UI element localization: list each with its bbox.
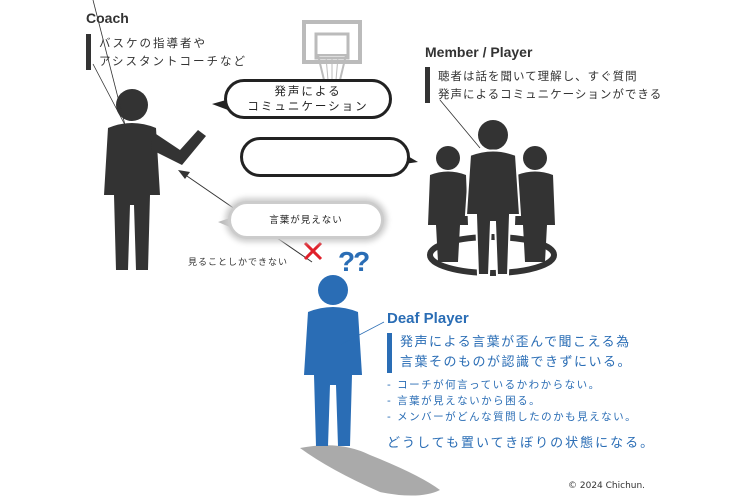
member-description: 聴者は話を聞いて理解し、すぐ質問 発声によるコミュニケーションができる [425,67,662,103]
question-marks-icon: ?? [338,246,370,277]
coach-figure [104,89,206,270]
copyright: © 2024 Chichun. [568,481,646,491]
speech-bubble-empty [240,137,410,177]
deaf-bullets: - コーチが何言っているかわからない。 - 言葉が見えないから困る。 - メンバ… [387,377,637,425]
deaf-title: Deaf Player [387,310,469,327]
coach-title: Coach [86,10,129,26]
member-group-figure [427,120,557,276]
coach-description: バスケの指導者や アシスタントコーチなど [86,34,247,70]
speech-bubble-voice: 発声による コミュニケーション [224,79,392,119]
deaf-description: 発声による言葉が歪んで聞こえる為 言葉そのものが認識できずにいる。 [387,333,632,373]
bullet-item: - 言葉が見えないから困る。 [387,395,542,407]
basketball-hoop-icon [302,20,362,81]
arrow-label: 見ることしかできない [188,258,289,268]
coach-leader-line [92,0,126,126]
deaf-player-figure [304,275,362,446]
bullet-item: - コーチが何言っているかわからない。 [387,379,601,391]
bullet-item: - メンバーがどんな質問したのかも見えない。 [387,411,638,423]
speech-bubble-unseen: 言葉が見えない [228,201,384,239]
cross-icon [303,241,323,261]
deaf-conclusion: どうしても置いてきぼりの状態になる。 [387,436,656,451]
shadow [300,445,440,496]
member-title: Member / Player [425,44,533,60]
